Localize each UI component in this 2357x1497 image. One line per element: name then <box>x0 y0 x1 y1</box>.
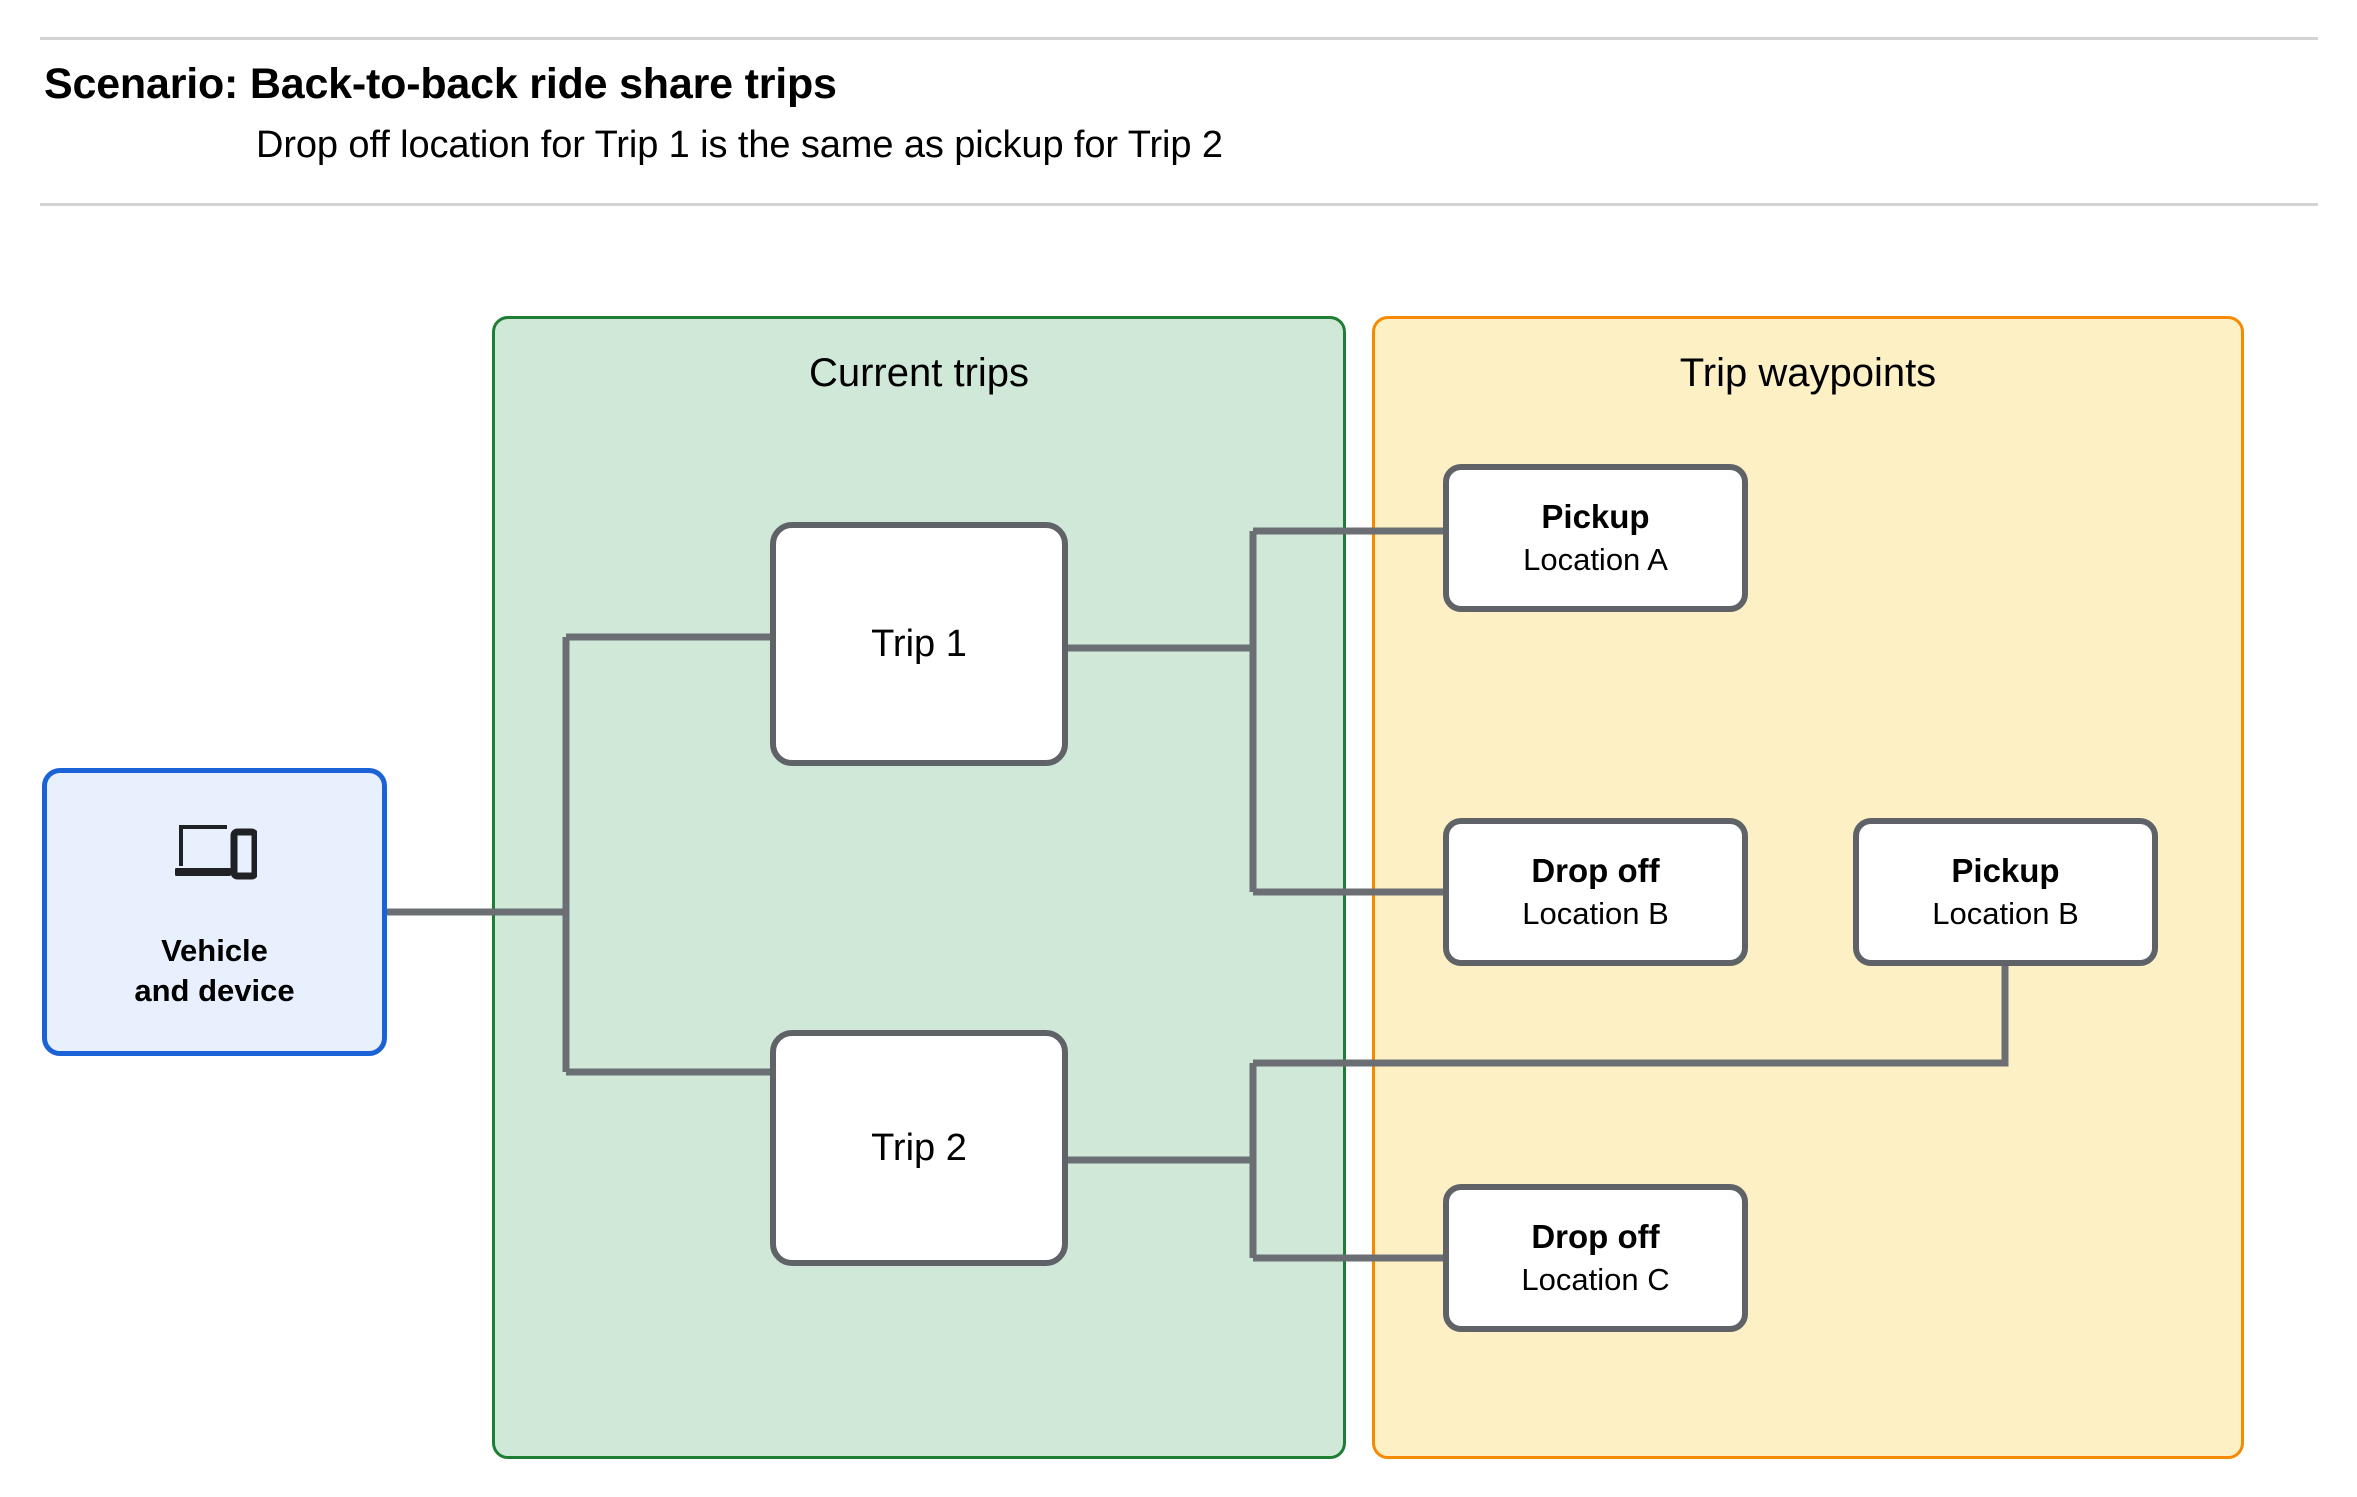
node-pickup-b-title: Pickup <box>1951 851 2060 889</box>
header-divider-bottom <box>40 203 2318 206</box>
devices-icon <box>173 820 258 885</box>
node-vehicle-label: Vehicle and device <box>134 932 295 1008</box>
header-divider-top <box>40 37 2318 40</box>
scenario-subtitle: Drop off location for Trip 1 is the same… <box>256 124 1223 166</box>
node-dropoff-c[interactable]: Drop off Location C <box>1443 1184 1748 1332</box>
scenario-title: Scenario: Back-to-back ride share trips <box>44 60 837 108</box>
node-dropoff-b-location: Location B <box>1522 895 1669 931</box>
node-dropoff-c-title: Drop off <box>1531 1217 1660 1255</box>
node-dropoff-c-location: Location C <box>1521 1261 1670 1297</box>
node-pickup-b-location: Location B <box>1932 895 2079 931</box>
node-vehicle-and-device[interactable]: Vehicle and device <box>42 768 387 1056</box>
node-pickup-a-title: Pickup <box>1541 497 1650 535</box>
node-pickup-b[interactable]: Pickup Location B <box>1853 818 2158 966</box>
node-dropoff-b[interactable]: Drop off Location B <box>1443 818 1748 966</box>
node-trip-1-label: Trip 1 <box>871 622 967 665</box>
node-dropoff-b-title: Drop off <box>1531 851 1660 889</box>
node-pickup-a[interactable]: Pickup Location A <box>1443 464 1748 612</box>
group-trip-waypoints-title: Trip waypoints <box>1679 351 1937 395</box>
node-trip-1[interactable]: Trip 1 <box>770 522 1068 766</box>
edge-trip-2-to-pickup-b <box>1253 966 2009 1067</box>
node-pickup-a-location: Location A <box>1523 541 1668 577</box>
header-block: Scenario: Back-to-back ride share trips … <box>0 0 2357 210</box>
node-trip-2[interactable]: Trip 2 <box>770 1030 1068 1266</box>
node-trip-2-label: Trip 2 <box>871 1126 967 1169</box>
group-current-trips-title: Current trips <box>808 351 1030 395</box>
group-current-trips: Current trips <box>492 316 1346 1459</box>
